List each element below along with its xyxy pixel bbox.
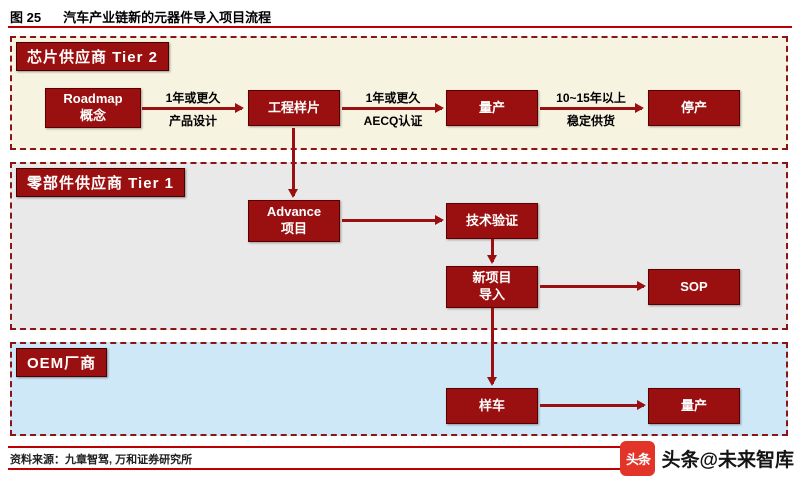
arrow-verification-to-newproject-icon [487,239,497,264]
watermark: 头条 头条@未来智库 [620,441,794,476]
node-new-project-intro: 新项目 导入 [446,266,538,308]
label-aecq-certification: AECQ认证 [363,114,423,128]
label-product-design-duration: 1年或更久 [165,91,221,105]
footer-divider-top [8,446,635,448]
footer-divider-bottom [8,468,635,470]
label-aecq-duration: 1年或更久 [365,91,421,105]
arrow-advance-to-verification-icon [342,215,444,225]
node-end-of-production: 停产 [648,90,740,126]
source-text: 资料来源：九章智驾, 万和证券研究所 [10,454,193,466]
arrow-sample-to-mass-icon [342,103,444,113]
label-supply-duration: 10~15年以上 [556,91,626,105]
arrow-mass-to-eol-icon [540,103,644,113]
figure-title: 图 25 汽车产业链新的元器件导入项目流程 [10,7,271,26]
node-engineering-sample: 工程样片 [248,90,340,126]
title-divider [8,26,792,28]
figure-title-text: 汽车产业链新的元器件导入项目流程 [63,10,272,25]
figure-number: 图 25 [10,10,42,25]
arrow-roadmap-to-sample-icon [142,103,244,113]
node-tier2-mass-production: 量产 [446,90,538,126]
section-tier2-label: 芯片供应商 Tier 2 [16,42,169,71]
toutiao-logo-icon: 头条 [620,441,656,476]
watermark-text: 头条@未来智库 [661,450,794,471]
node-sample-car: 样车 [446,388,538,424]
arrow-newproject-to-sop-icon [540,281,646,291]
arrow-newproject-to-samplecar-icon [487,308,497,386]
label-product-design: 产品设计 [168,114,217,128]
section-tier1-label: 零部件供应商 Tier 1 [16,168,185,197]
node-oem-mass-production: 量产 [648,388,740,424]
node-advance-project: Advance 项目 [248,200,340,242]
node-sop: SOP [648,269,740,305]
arrow-samplecar-to-mass-icon [540,400,646,410]
node-tech-verification: 技术验证 [446,203,538,239]
node-roadmap-concept: Roadmap 概念 [45,88,141,128]
section-oem-label: OEM厂商 [16,348,108,377]
label-stable-supply: 稳定供货 [566,114,615,128]
arrow-sample-to-advance-icon [288,128,298,198]
